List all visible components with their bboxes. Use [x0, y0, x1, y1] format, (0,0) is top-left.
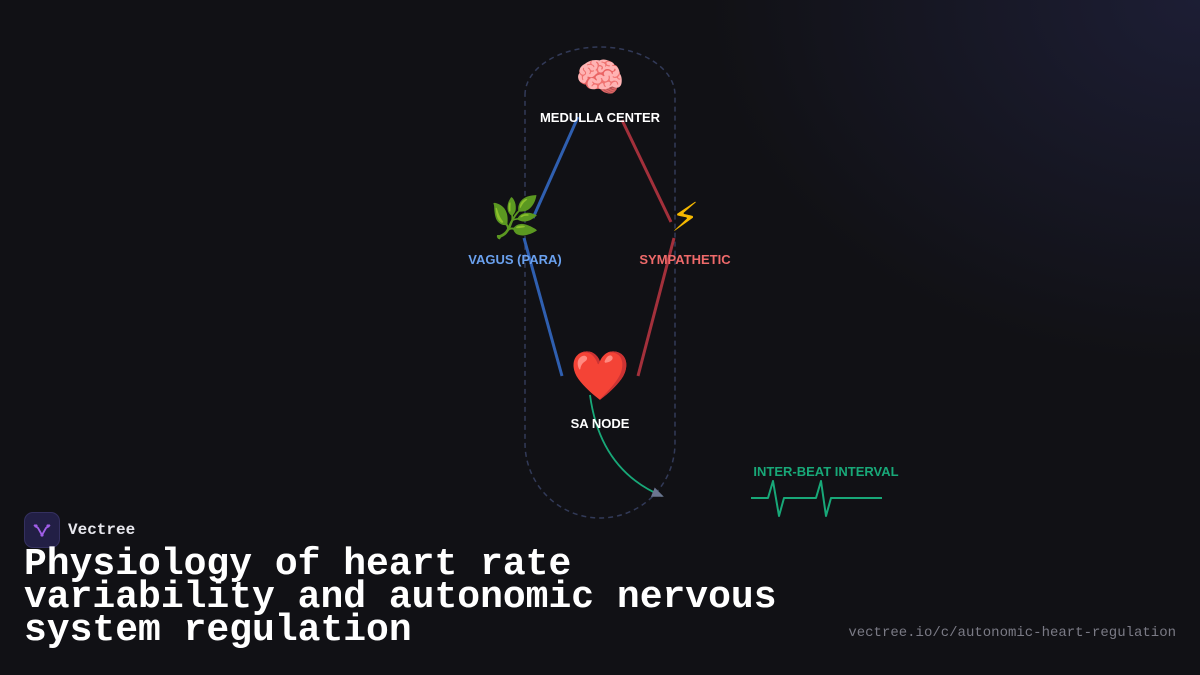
page-url: vectree.io/c/autonomic-heart-regulation	[848, 625, 1176, 641]
vagus-pathway-lower	[522, 237, 564, 377]
sympathetic-label: SYMPATHETIC	[639, 252, 731, 267]
medulla-center-label: MEDULLA CENTER	[539, 110, 661, 125]
brand: Vectree	[24, 512, 135, 548]
leaf-icon: 🌿	[490, 195, 540, 241]
brand-name: Vectree	[68, 521, 136, 539]
sympathetic-pathway-upper	[620, 119, 673, 223]
loop-outline	[524, 46, 676, 519]
brain-icon: 🧠	[575, 55, 625, 101]
ecg-trace	[751, 480, 882, 517]
sa-output-arrow	[589, 394, 664, 497]
vagus-label: VAGUS (PARA)	[468, 252, 562, 267]
vectree-logo-icon	[24, 512, 60, 548]
sympathetic-pathway-lower	[636, 237, 676, 377]
sa-node-label: SA NODE	[570, 416, 630, 431]
page-title: Physiology of heart rate variability and…	[24, 543, 777, 652]
heart-icon: ❤️	[570, 348, 630, 404]
vagus-pathway-upper	[531, 116, 580, 219]
inter-beat-interval-label: INTER-BEAT INTERVAL	[753, 464, 899, 479]
lightning-icon: ⚡	[670, 195, 700, 241]
